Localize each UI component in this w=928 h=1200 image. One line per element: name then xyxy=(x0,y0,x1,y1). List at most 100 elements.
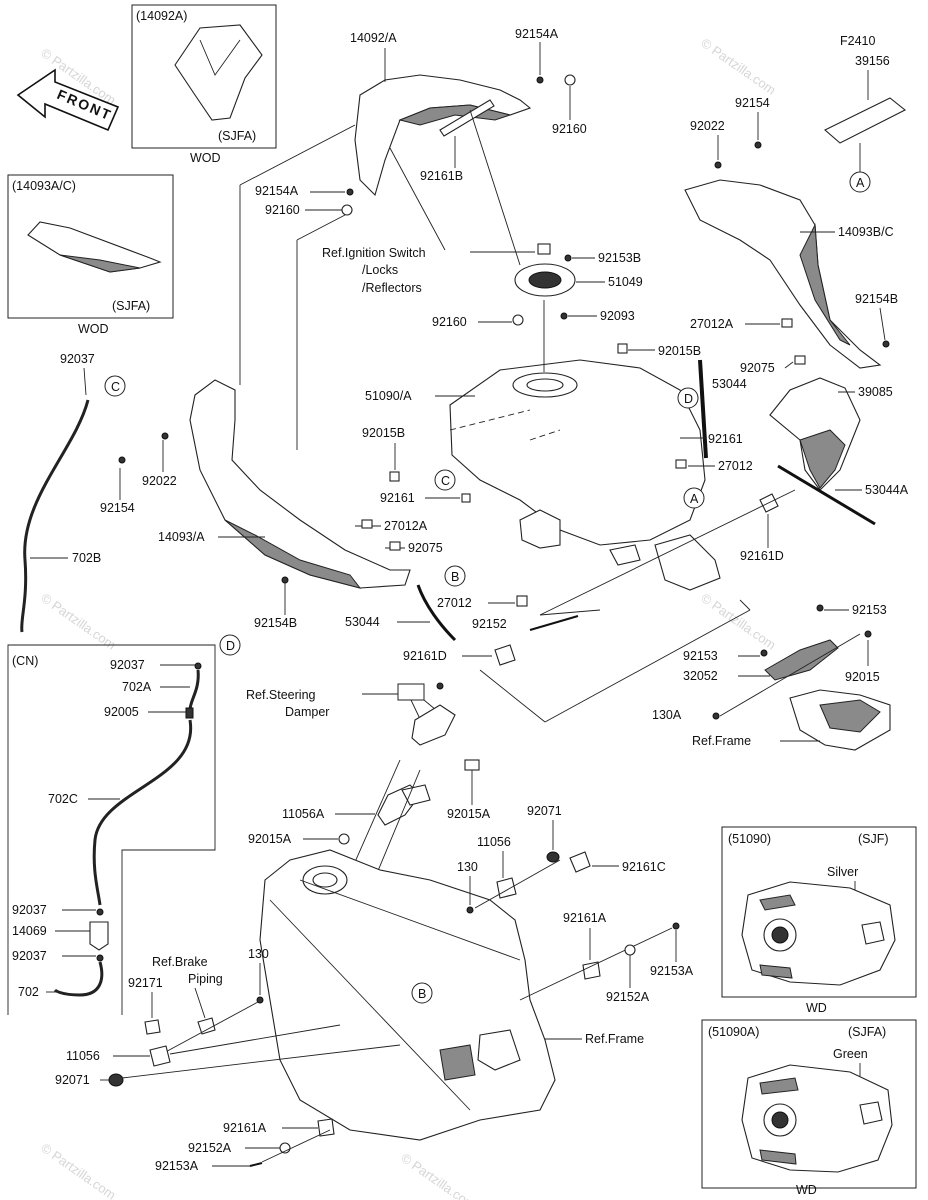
part-label: 92022 xyxy=(142,474,177,488)
inset-code: (14092A) xyxy=(136,9,187,23)
part-label: 92071 xyxy=(55,1073,90,1087)
part-label: 92153A xyxy=(650,964,694,978)
part-label: 92160 xyxy=(432,315,467,329)
inset-code: (14093A/C) xyxy=(12,179,76,193)
inset-wod-side: (14093A/C) (SJFA) WOD xyxy=(7,174,174,336)
ref-ignition-line: Ref.Ignition Switch xyxy=(322,246,426,260)
callout-a: A xyxy=(690,492,699,506)
inset-code: (51090) xyxy=(728,832,771,846)
watermark: © Partzilla.com xyxy=(398,1150,478,1200)
part-label: 92153 xyxy=(852,603,887,617)
part-label: 702C xyxy=(48,792,78,806)
watermark: © Partzilla.com xyxy=(698,35,778,98)
part-label: 92075 xyxy=(740,361,775,375)
mount-hardware-left: Ref.Brake Piping 92171 130 11056 92071 9… xyxy=(55,947,401,1173)
part-label: 130A xyxy=(652,708,682,722)
ref-brake: Piping xyxy=(188,972,223,986)
inset-caption: WOD xyxy=(78,322,109,336)
part-label: 130 xyxy=(248,947,269,961)
part-label: 92015A xyxy=(447,807,491,821)
inset-color: Silver xyxy=(827,865,858,879)
inset-cn: (CN) D 92037 702A 92005 702C 92037 14069… xyxy=(7,634,241,1015)
fuel-tank-lower: B Ref.Frame xyxy=(259,849,644,1141)
callout-c: C xyxy=(441,474,450,488)
part-label: 27012A xyxy=(384,519,428,533)
inset-caption: WD xyxy=(806,1001,827,1015)
sticker-39156: F2410 39156 A xyxy=(824,34,907,193)
part-label: 14092/A xyxy=(350,31,397,45)
part-label: 92152A xyxy=(188,1141,232,1155)
part-label: 92161C xyxy=(622,860,666,874)
top-cowl: 14092/A 92154A 92160 92161B 92154A 92160 xyxy=(255,27,587,266)
inset-tank-51090: (51090) (SJF) Silver WD xyxy=(721,826,917,1015)
inset-variant: (SJFA) xyxy=(848,1025,886,1039)
part-label: 92171 xyxy=(128,976,163,990)
part-label: 702A xyxy=(122,680,152,694)
part-label: 702B xyxy=(72,551,101,565)
part-label: 92161A xyxy=(223,1121,267,1135)
part-label: 92015B xyxy=(362,426,405,440)
part-label: 92153 xyxy=(683,649,718,663)
callout-b: B xyxy=(418,987,426,1001)
part-label: 27012A xyxy=(690,317,734,331)
part-label: 92153A xyxy=(155,1159,199,1173)
part-label: 92037 xyxy=(60,352,95,366)
part-label: 92071 xyxy=(527,804,562,818)
part-label: 92161D xyxy=(740,549,784,563)
part-label: 92015A xyxy=(248,832,292,846)
part-label: 130 xyxy=(457,860,478,874)
part-label: 92015 xyxy=(845,670,880,684)
inset-caption: WD xyxy=(796,1183,817,1197)
part-label: 92154B xyxy=(254,616,297,630)
part-label: 92152A xyxy=(606,990,650,1004)
part-label: 14093B/C xyxy=(838,225,894,239)
ref-frame: Ref.Frame xyxy=(692,734,751,748)
watermark: © Partzilla.com xyxy=(38,590,118,653)
part-label: 53044 xyxy=(345,615,380,629)
part-label: 11056A xyxy=(282,807,325,821)
part-label: 92161 xyxy=(380,491,415,505)
code-f2410: F2410 xyxy=(840,34,875,48)
ref-ignition-line: /Reflectors xyxy=(362,281,422,295)
part-label: 92154 xyxy=(735,96,770,110)
inset-variant: (SJFA) xyxy=(112,299,150,313)
ref-ignition-line: /Locks xyxy=(362,263,398,277)
part-label: 92037 xyxy=(110,658,145,672)
part-label: 92154A xyxy=(255,184,299,198)
rear-mount: 92161D 92152 92161D 92153 92153 32052 92… xyxy=(403,489,891,751)
part-label: 92161A xyxy=(563,911,607,925)
steering-bracket: Ref.Steering Damper 11056A 92015A 92015A xyxy=(246,682,491,931)
ref-frame: Ref.Frame xyxy=(585,1032,644,1046)
hose-702b: 92037 C 702B xyxy=(20,352,126,633)
part-label: 39085 xyxy=(858,385,893,399)
part-label: 92154B xyxy=(855,292,898,306)
part-label: 53044A xyxy=(865,483,909,497)
part-label: 92152 xyxy=(472,617,507,631)
inset-tank-51090a: (51090A) (SJFA) Green WD xyxy=(701,1019,917,1197)
part-label: 92037 xyxy=(12,949,47,963)
part-label: 14069 xyxy=(12,924,47,938)
part-label: 92005 xyxy=(104,705,139,719)
part-label: 92022 xyxy=(690,119,725,133)
part-label: 27012 xyxy=(718,459,753,473)
inset-code: (51090A) xyxy=(708,1025,759,1039)
part-label: 39156 xyxy=(855,54,890,68)
part-label: 92075 xyxy=(408,541,443,555)
part-label: 92037 xyxy=(12,903,47,917)
part-label: 92160 xyxy=(552,122,587,136)
callout-d: D xyxy=(684,392,693,406)
callout-a: A xyxy=(856,176,865,190)
watermark: © Partzilla.com xyxy=(38,1140,118,1200)
part-label: 92154 xyxy=(100,501,135,515)
part-label: 11056 xyxy=(477,835,511,849)
ref-steering: Ref.Steering xyxy=(246,688,316,702)
part-label: 92153B xyxy=(598,251,641,265)
ref-ignition: Ref.Ignition Switch /Locks /Reflectors xyxy=(322,246,535,295)
part-label: 92154A xyxy=(515,27,559,41)
part-label: 14093/A xyxy=(158,530,205,544)
part-label: 92161B xyxy=(420,169,463,183)
part-label: 11056 xyxy=(66,1049,100,1063)
watermark: © Partzilla.com xyxy=(698,590,778,653)
part-label: 27012 xyxy=(437,596,472,610)
